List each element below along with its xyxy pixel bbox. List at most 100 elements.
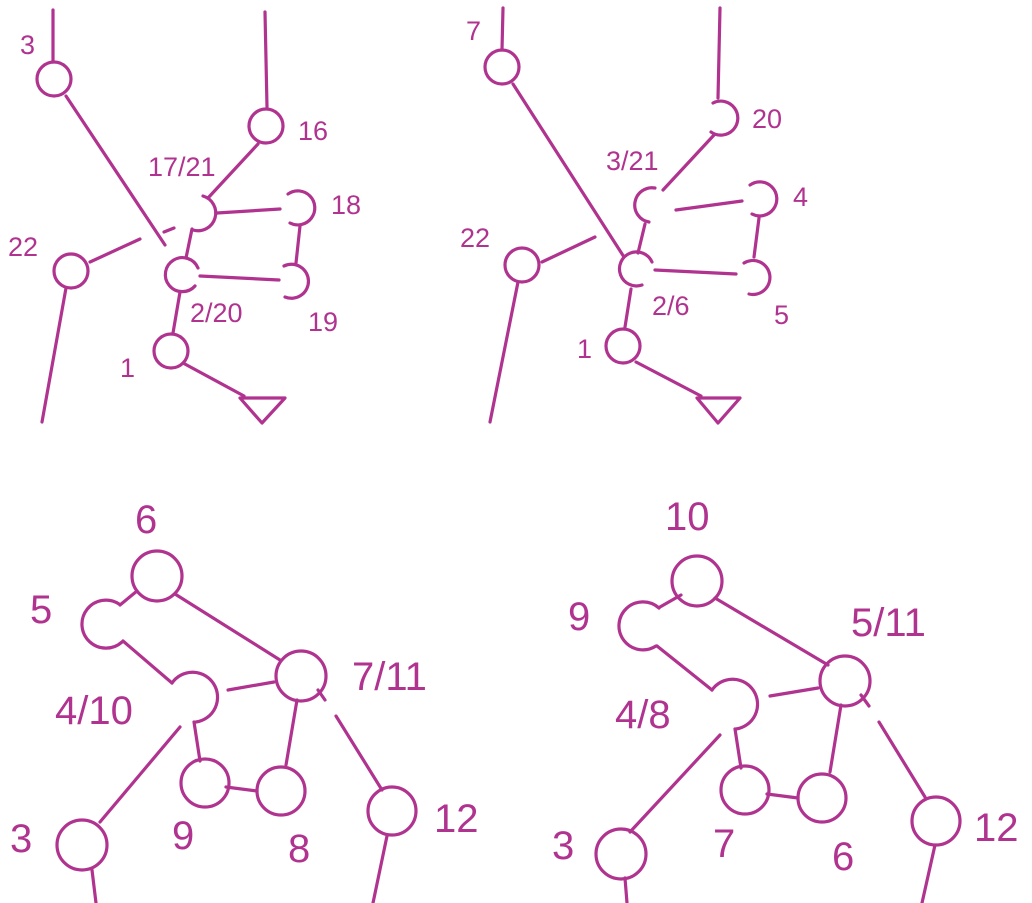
node-20 xyxy=(709,99,740,137)
strand xyxy=(162,226,176,234)
node-9 xyxy=(179,757,231,809)
node-4-10 xyxy=(170,670,220,724)
ground-triangle xyxy=(238,396,287,425)
node-1 xyxy=(152,332,190,370)
diagram-bottom-left: 6 5 4/10 7/11 9 8 12 3 xyxy=(10,498,479,903)
label-2-6: 2/6 xyxy=(652,291,690,321)
node-3-21 xyxy=(633,186,657,224)
node-6 xyxy=(130,549,184,603)
strand xyxy=(173,592,282,662)
strand xyxy=(655,644,714,692)
label-7-11: 7/11 xyxy=(352,655,427,699)
node-18 xyxy=(286,189,317,227)
node-12 xyxy=(366,785,418,837)
strand xyxy=(181,361,246,398)
node-22 xyxy=(503,246,541,284)
diagram-top-right: 7 20 3/21 4 22 2/6 5 1 xyxy=(460,6,808,425)
node-9 xyxy=(617,600,661,652)
strand xyxy=(284,698,299,767)
label-5: 5 xyxy=(774,300,789,330)
label-3-21: 3/21 xyxy=(606,146,659,176)
strand xyxy=(877,720,927,799)
strand xyxy=(226,680,276,692)
node-1 xyxy=(604,327,642,365)
strand xyxy=(90,868,98,903)
strand xyxy=(713,596,830,667)
label-5: 5 xyxy=(30,588,52,632)
label-5-11: 5/11 xyxy=(851,601,926,645)
strand xyxy=(334,714,384,792)
node-2-20 xyxy=(163,256,200,294)
strand xyxy=(828,703,843,774)
node-8 xyxy=(255,765,307,817)
strand xyxy=(88,237,142,264)
label-3: 3 xyxy=(10,817,32,861)
strand xyxy=(488,280,520,424)
strand xyxy=(768,686,820,698)
strand xyxy=(661,133,716,192)
node-4 xyxy=(748,180,779,218)
strand xyxy=(215,207,282,215)
node-6 xyxy=(796,772,848,824)
strand xyxy=(716,6,722,100)
node-19 xyxy=(282,262,311,300)
strand xyxy=(752,216,761,259)
node-3 xyxy=(35,60,73,98)
strand xyxy=(294,224,302,265)
strand xyxy=(171,290,182,335)
strand xyxy=(121,639,174,685)
strand xyxy=(653,268,738,276)
label-22: 22 xyxy=(460,223,490,253)
strand xyxy=(634,360,703,398)
strand xyxy=(198,274,281,282)
label-22: 22 xyxy=(8,232,38,262)
label-6: 6 xyxy=(832,835,854,879)
strand xyxy=(674,199,744,212)
label-10: 10 xyxy=(665,495,710,539)
node-16 xyxy=(247,107,285,145)
strand xyxy=(511,82,626,259)
strand xyxy=(118,589,139,607)
strand xyxy=(733,727,743,770)
strand xyxy=(623,287,633,329)
strand xyxy=(500,6,505,52)
strand xyxy=(628,733,722,834)
node-22 xyxy=(52,252,90,290)
diagram-bottom-right: 10 9 5/11 4/8 7 6 12 3 xyxy=(552,495,1019,903)
label-16: 16 xyxy=(298,116,328,146)
node-7 xyxy=(719,764,771,816)
node-17-21 xyxy=(191,194,218,233)
label-1: 1 xyxy=(577,334,592,364)
strand xyxy=(206,142,260,200)
strand xyxy=(371,834,389,903)
node-5 xyxy=(80,598,124,650)
node-3 xyxy=(55,818,109,872)
label-20: 20 xyxy=(752,104,782,134)
strand xyxy=(98,725,182,824)
strand xyxy=(192,720,202,763)
label-18: 18 xyxy=(331,190,361,220)
strand xyxy=(224,785,259,793)
strand xyxy=(263,10,269,109)
label-9: 9 xyxy=(172,814,194,858)
node-5-11 xyxy=(818,654,872,708)
label-12: 12 xyxy=(434,797,479,841)
strand xyxy=(64,94,167,247)
node-7-11 xyxy=(274,649,328,703)
label-2-20: 2/20 xyxy=(190,298,243,328)
strand xyxy=(540,235,597,264)
label-12: 12 xyxy=(974,806,1019,850)
node-3 xyxy=(594,827,648,881)
label-7: 7 xyxy=(713,822,735,866)
label-6: 6 xyxy=(135,498,157,542)
label-8: 8 xyxy=(288,827,310,871)
label-4: 4 xyxy=(793,182,808,212)
strand xyxy=(184,227,194,260)
node-4-8 xyxy=(710,677,760,731)
label-19: 19 xyxy=(308,307,338,337)
node-12 xyxy=(910,795,962,847)
strand xyxy=(765,792,800,800)
diagram-top-left: 3 16 17/21 18 22 2/20 19 1 xyxy=(8,8,361,425)
strand xyxy=(623,876,629,903)
